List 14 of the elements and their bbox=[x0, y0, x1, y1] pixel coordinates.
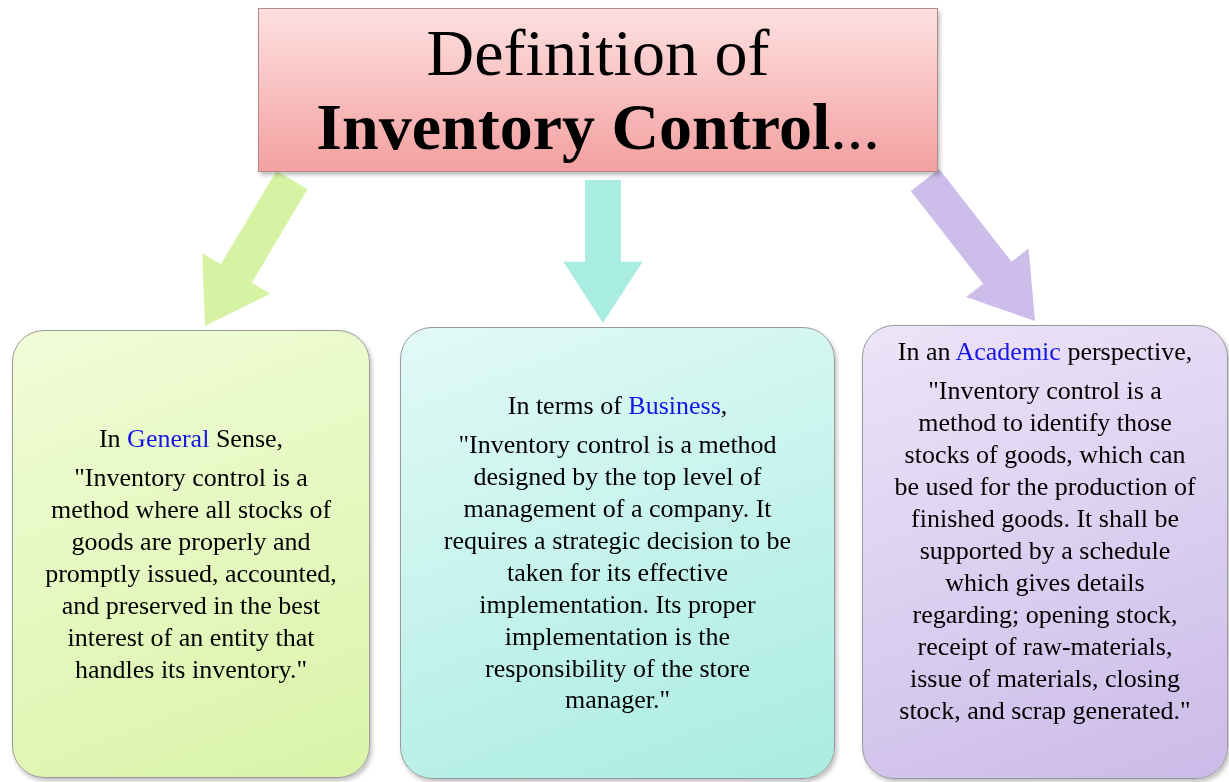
definition-card bbox=[400, 327, 835, 779]
block-arrow bbox=[910, 168, 1035, 321]
title-banner bbox=[258, 8, 938, 172]
card-heading: In an Academic perspective, bbox=[897, 336, 1193, 368]
title-text: Definition of Inventory Control... bbox=[315, 16, 881, 164]
definition-text: "Inventory control is a method to identify those stocks of goods, which can be used for the production of finished goods. It shall be supported by a schedule which gives details regarding; opening stock, receipt of raw-materials, issue of materials, closing stock, and scrap generated." bbox=[893, 375, 1197, 727]
block-arrow bbox=[563, 180, 643, 323]
definition-text: "Inventory control is a method designed by the top level of management of a company. It requires a strategic decision to be taken for its effective implementation. Its proper implementation is the responsibility of the store manager." bbox=[442, 428, 793, 717]
card-heading: In terms of Business, bbox=[507, 389, 728, 421]
block-arrow bbox=[202, 170, 308, 326]
definition-card bbox=[12, 330, 370, 778]
definition-card bbox=[862, 325, 1228, 779]
definition-text: "Inventory control is a method where all stocks of goods are properly and promptly issued, accounted, and preserved in the best interest of an entity that handles its inventory." bbox=[44, 461, 338, 686]
card-heading: In General Sense, bbox=[98, 422, 284, 454]
